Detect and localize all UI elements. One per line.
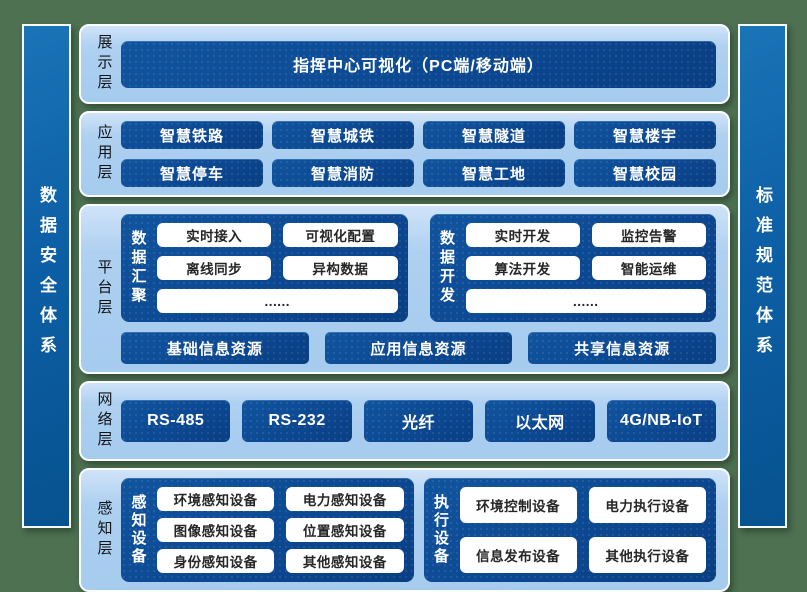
network-grid: RS-485 RS-232 光纤 以太网 4G/NB-IoT <box>121 400 716 442</box>
exec-box-power-exec: 电力执行设备 <box>588 487 706 523</box>
pillar-data-security: 数据安全体系 <box>22 24 71 528</box>
layer-perception-content: 感知设备 环境感知设备 电力感知设备 图像感知设备 位置感知设备 身份感知设备 … <box>121 478 716 582</box>
platform-groups-row: 数据汇聚 实时接入 可视化配置 离线同步 异构数据 ...... 数据开发 <box>121 214 716 322</box>
sense-box-identity: 身份感知设备 <box>157 549 275 573</box>
group-data-development: 数据开发 实时开发 监控告警 算法开发 智能运维 ...... <box>430 214 717 322</box>
agg-box-visual-config: 可视化配置 <box>283 223 398 247</box>
sense-box-other: 其他感知设备 <box>286 549 404 573</box>
app-box-smart-site: 智慧工地 <box>423 159 565 187</box>
layer-platform-content: 数据汇聚 实时接入 可视化配置 离线同步 异构数据 ...... 数据开发 <box>121 214 716 364</box>
group-execution-devices-label-wrap: 执行设备 <box>428 487 454 573</box>
sense-box-image: 图像感知设备 <box>157 518 275 542</box>
layer-display: 展示层 指挥中心可视化（PC端/移动端） <box>79 24 730 104</box>
app-box-smart-railway: 智慧铁路 <box>121 121 263 149</box>
group-data-aggregation-grid: 实时接入 可视化配置 离线同步 异构数据 ...... <box>157 223 398 313</box>
group-sensing-devices: 感知设备 环境感知设备 电力感知设备 图像感知设备 位置感知设备 身份感知设备 … <box>121 478 414 582</box>
app-box-smart-parking: 智慧停车 <box>121 159 263 187</box>
perception-groups-row: 感知设备 环境感知设备 电力感知设备 图像感知设备 位置感知设备 身份感知设备 … <box>121 478 716 582</box>
group-data-aggregation-label: 数据汇聚 <box>129 230 147 306</box>
net-box-fiber: 光纤 <box>363 400 474 442</box>
net-box-rs485: RS-485 <box>121 400 231 442</box>
layer-perception-label: 感知层 <box>95 500 113 560</box>
group-sensing-devices-grid: 环境感知设备 电力感知设备 图像感知设备 位置感知设备 身份感知设备 其他感知设… <box>157 487 404 573</box>
layer-application-content: 智慧铁路 智慧城铁 智慧隧道 智慧楼宇 智慧停车 智慧消防 智慧工地 智慧校园 <box>121 121 716 187</box>
sense-box-environment: 环境感知设备 <box>157 487 275 511</box>
agg-box-more: ...... <box>157 289 398 313</box>
pillar-data-security-label: 数据安全体系 <box>37 186 56 366</box>
app-box-smart-building: 智慧楼宇 <box>574 121 716 149</box>
layer-network-content: RS-485 RS-232 光纤 以太网 4G/NB-IoT <box>121 391 716 451</box>
resource-box-basic-info: 基础信息资源 <box>121 332 309 364</box>
layer-network: 网络层 RS-485 RS-232 光纤 以太网 4G/NB-IoT <box>79 381 730 461</box>
app-box-smart-tunnel: 智慧隧道 <box>423 121 565 149</box>
group-data-development-label: 数据开发 <box>438 230 455 306</box>
exec-box-env-control: 环境控制设备 <box>459 487 577 523</box>
net-box-rs232: RS-232 <box>242 400 352 442</box>
command-center-box: 指挥中心可视化（PC端/移动端） <box>121 40 716 88</box>
layers-column: 展示层 指挥中心可视化（PC端/移动端） 应用层 智慧铁路 智慧城铁 智慧隧道 … <box>79 24 730 592</box>
group-sensing-devices-label: 感知设备 <box>129 494 147 566</box>
pillar-standard-spec: 标准规范体系 <box>738 24 787 528</box>
group-data-aggregation: 数据汇聚 实时接入 可视化配置 离线同步 异构数据 ...... <box>121 214 408 322</box>
sense-box-position: 位置感知设备 <box>286 518 404 542</box>
dev-box-realtime-dev: 实时开发 <box>465 223 580 247</box>
layer-display-label-wrap: 展示层 <box>87 34 121 94</box>
group-execution-devices: 执行设备 环境控制设备 电力执行设备 信息发布设备 其他执行设备 <box>424 478 717 582</box>
pillar-standard-spec-label: 标准规范体系 <box>753 186 772 366</box>
dev-box-monitor-alert: 监控告警 <box>591 223 706 247</box>
layer-perception-label-wrap: 感知层 <box>87 478 121 582</box>
app-box-smart-campus: 智慧校园 <box>574 159 716 187</box>
architecture-diagram-page: { "sidebar_left": { "label": "数据安全体系" },… <box>22 24 787 592</box>
resource-box-shared-info: 共享信息资源 <box>528 332 716 364</box>
app-box-smart-metro: 智慧城铁 <box>272 121 414 149</box>
resource-row: 基础信息资源 应用信息资源 共享信息资源 <box>121 332 716 364</box>
agg-box-offline-sync: 离线同步 <box>157 256 272 280</box>
application-grid: 智慧铁路 智慧城铁 智慧隧道 智慧楼宇 智慧停车 智慧消防 智慧工地 智慧校园 <box>121 121 716 187</box>
dev-box-smart-ops: 智能运维 <box>591 256 706 280</box>
layer-application-label: 应用层 <box>95 124 113 184</box>
app-box-smart-fire: 智慧消防 <box>272 159 414 187</box>
sense-box-power: 电力感知设备 <box>286 487 404 511</box>
agg-box-realtime-access: 实时接入 <box>157 223 272 247</box>
exec-box-other-exec: 其他执行设备 <box>588 537 706 573</box>
agg-box-hetero-data: 异构数据 <box>283 256 398 280</box>
group-data-development-grid: 实时开发 监控告警 算法开发 智能运维 ...... <box>465 223 706 313</box>
layer-platform-label: 平台层 <box>95 259 113 319</box>
layer-network-label: 网络层 <box>95 391 113 451</box>
group-data-development-label-wrap: 数据开发 <box>434 223 460 313</box>
net-box-4g-nbiot: 4G/NB-IoT <box>606 400 716 442</box>
layer-application-label-wrap: 应用层 <box>87 121 121 187</box>
group-data-aggregation-label-wrap: 数据汇聚 <box>125 223 151 313</box>
group-execution-devices-grid: 环境控制设备 电力执行设备 信息发布设备 其他执行设备 <box>459 487 706 573</box>
group-execution-devices-label: 执行设备 <box>432 494 449 566</box>
exec-box-info-publish: 信息发布设备 <box>459 537 577 573</box>
layer-display-label: 展示层 <box>95 34 113 94</box>
layer-display-content: 指挥中心可视化（PC端/移动端） <box>121 34 716 94</box>
net-box-ethernet: 以太网 <box>485 400 595 442</box>
layer-perception: 感知层 感知设备 环境感知设备 电力感知设备 图像感知设备 位置感知设备 身份感… <box>79 468 730 592</box>
group-sensing-devices-label-wrap: 感知设备 <box>125 487 151 573</box>
layer-application: 应用层 智慧铁路 智慧城铁 智慧隧道 智慧楼宇 智慧停车 智慧消防 智慧工地 智… <box>79 111 730 197</box>
layer-platform-label-wrap: 平台层 <box>87 214 121 364</box>
dev-box-algo-dev: 算法开发 <box>465 256 580 280</box>
diagram-frame: 数据安全体系 展示层 指挥中心可视化（PC端/移动端） 应用层 智慧铁路 智慧城… <box>22 24 787 592</box>
layer-platform: 平台层 数据汇聚 实时接入 可视化配置 离线同步 异构数据 ...... <box>79 204 730 374</box>
layer-network-label-wrap: 网络层 <box>87 391 121 451</box>
dev-box-more: ...... <box>465 289 706 313</box>
resource-box-app-info: 应用信息资源 <box>324 332 513 364</box>
